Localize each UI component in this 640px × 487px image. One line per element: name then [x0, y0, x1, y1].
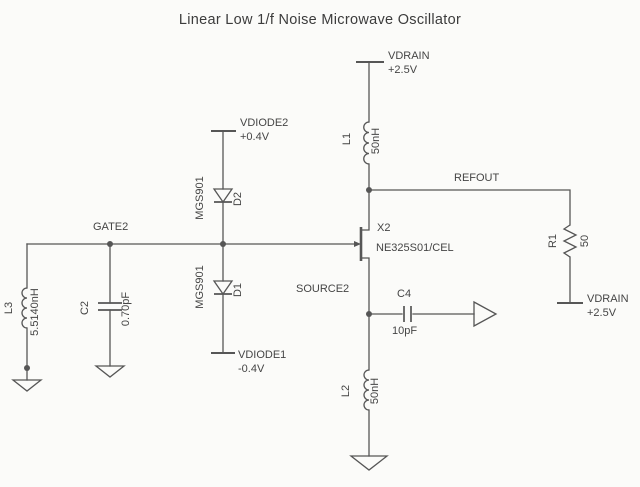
label-l3-ref: L3: [3, 302, 15, 314]
label-vdrain-right-net: VDRAIN: [587, 293, 629, 305]
label-source2-net: SOURCE2: [296, 283, 349, 295]
inductor-l1: L1 50nH: [341, 121, 382, 191]
diode-d2-symbol: [212, 188, 234, 204]
gate-net: GATE2: [26, 187, 372, 247]
schematic-title: Linear Low 1/f Noise Microwave Oscillato…: [179, 12, 461, 28]
label-l1-ref: L1: [341, 133, 353, 145]
label-vdiode1-net: VDIODE1: [238, 349, 286, 361]
label-r1-ref: R1: [547, 234, 559, 248]
label-d2-part: MGS901: [194, 176, 206, 219]
label-vdrain-right-voltage: +2.5V: [587, 307, 617, 319]
label-vdiode1-voltage: -0.4V: [238, 363, 265, 375]
label-l2-ref: L2: [340, 385, 352, 397]
wire-x2-source: [360, 257, 370, 315]
inductor-l2-symbol: [363, 369, 370, 411]
label-c4-ref: C4: [397, 288, 411, 300]
label-gate2-net: GATE2: [93, 221, 128, 233]
ground-icon: [94, 365, 126, 378]
label-c4-value: 10pF: [392, 325, 417, 337]
transistor-x2: X2 NE325S01/CEL: [354, 189, 454, 315]
inductor-l3-symbol: [21, 287, 28, 329]
wire-refout: [368, 189, 571, 226]
label-d2-ref: D2: [232, 192, 244, 206]
inductor-l1-symbol: [363, 121, 370, 165]
label-c2-ref: C2: [79, 301, 91, 315]
refout-branch: REFOUT R1 50 VDRAIN +2.5V: [368, 172, 629, 319]
junction-dot: [24, 365, 30, 371]
label-l2-value: 50nH: [369, 378, 381, 404]
label-refout-net: REFOUT: [454, 172, 500, 184]
label-vdiode2-net: VDIODE2: [240, 117, 288, 129]
power-rail-vdrain-top: VDRAIN +2.5V: [356, 50, 430, 123]
source-branch: SOURCE2 C4 10pF: [296, 283, 498, 337]
wire-x2-drain: [360, 189, 370, 231]
label-vdrain-top-net: VDRAIN: [388, 50, 430, 62]
gate-arrow-icon: [354, 241, 361, 247]
port-arrow-icon: [473, 300, 498, 328]
label-l3-value: 5.5140nH: [29, 288, 41, 336]
ground-icon: [11, 379, 43, 392]
label-x2-ref: X2: [377, 222, 390, 234]
label-d1-part: MGS901: [194, 265, 206, 308]
label-d1-ref: D1: [232, 283, 244, 297]
diode-d1-symbol: [212, 280, 234, 296]
label-vdiode2-voltage: +0.4V: [240, 131, 270, 143]
inductor-l3-branch: L3 5.5140nH: [3, 243, 43, 392]
ground-icon: [349, 455, 389, 471]
resistor-r1-symbol: [562, 224, 578, 258]
junction-dot: [366, 187, 372, 193]
label-c2-value: 0.70pF: [120, 292, 132, 327]
label-x2-part: NE325S01/CEL: [376, 242, 454, 254]
label-l1-value: 50nH: [370, 128, 382, 154]
inductor-l2-branch: L2 50nH: [340, 313, 389, 471]
label-vdrain-top-voltage: +2.5V: [388, 64, 418, 76]
diode-branch: VDIODE2 +0.4V MGS901 D2 MGS901 D1 VDIODE…: [194, 117, 288, 375]
capacitor-c2-branch: C2 0.70pF: [79, 243, 132, 378]
label-r1-value: 50: [579, 235, 591, 247]
